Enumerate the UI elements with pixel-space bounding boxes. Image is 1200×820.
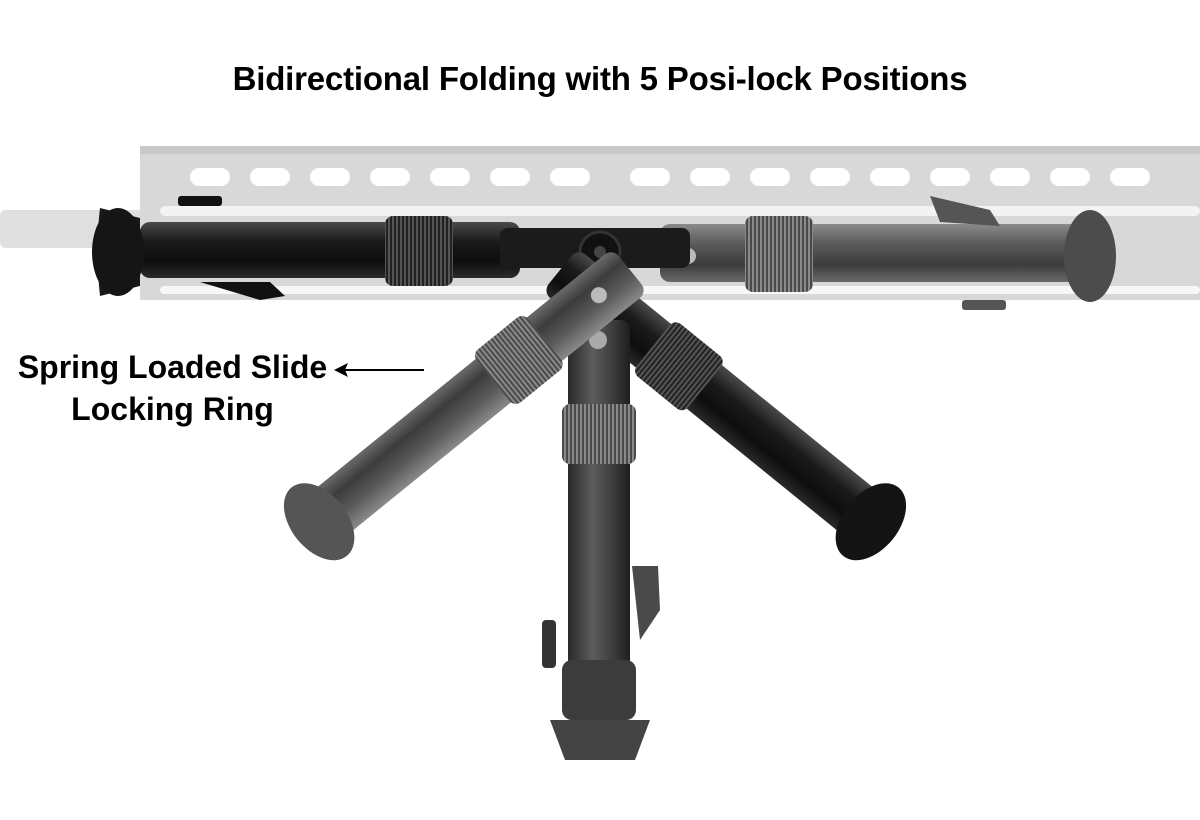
leg-horizontal-left [92, 196, 520, 300]
callout-arrow [334, 363, 424, 377]
callout-line-1: Spring Loaded Slide [17, 349, 328, 385]
leg-angled-left [546, 252, 907, 561]
callout-label: Spring Loaded Slide Locking Ring [0, 346, 345, 430]
leg-horizontal-right [660, 196, 1116, 310]
callout-line-2: Locking Ring [71, 391, 274, 427]
leg-angled-right [283, 252, 644, 561]
leg-vertical [542, 320, 660, 760]
page-title: Bidirectional Folding with 5 Posi-lock P… [232, 60, 968, 97]
